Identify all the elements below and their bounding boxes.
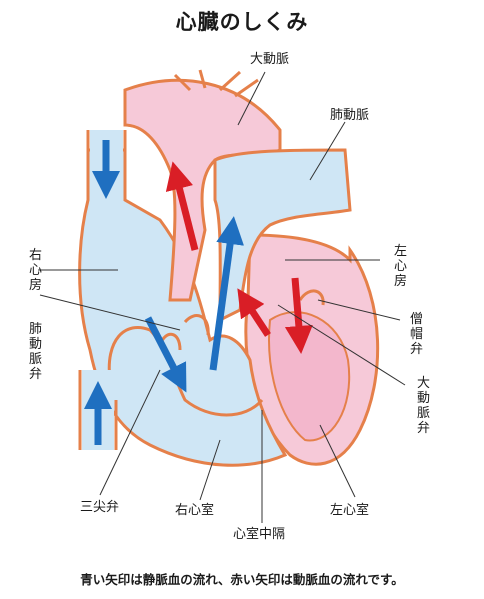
inferior-vena-cava-wall [78,370,118,450]
label-right-ventricle: 右心室 [175,503,215,518]
diagram-title: 心臓のしくみ [175,10,309,34]
label-mitral-valve: 僧帽弁 [409,312,423,357]
red-arrow-aorta [165,161,199,251]
blue-arrow-to-ventricle [144,316,187,393]
label-pulmonary-valve: 肺動脈弁 [28,322,42,382]
superior-vena-cava [86,130,127,200]
aorta-branches [173,69,259,98]
legend-caption: 青い矢印は静脈血の流れ、赤い矢印は動脈血の流れです。 [80,572,404,587]
label-left-ventricle: 左心室 [330,503,370,518]
label-tricuspid-valve: 三尖弁 [80,500,120,515]
pulmonary-valve-shape [183,314,210,336]
red-arrow-to-aorta [237,288,271,337]
label-left-atrium: 左心房 [393,244,407,289]
pulmonary-artery [213,148,352,323]
label-aortic-valve: 大動脈弁 [416,376,430,436]
red-arrow-left-ventricle [284,277,313,354]
leader-lines [38,71,406,523]
label-right-atrium: 右心房 [28,248,42,293]
blue-arrow-to-pulmonary [209,216,244,371]
label-aorta: 大動脈 [250,52,290,67]
label-pulmonary-artery: 肺動脈 [330,108,370,123]
label-interventricular-septum: 心室中隔 [233,527,286,542]
